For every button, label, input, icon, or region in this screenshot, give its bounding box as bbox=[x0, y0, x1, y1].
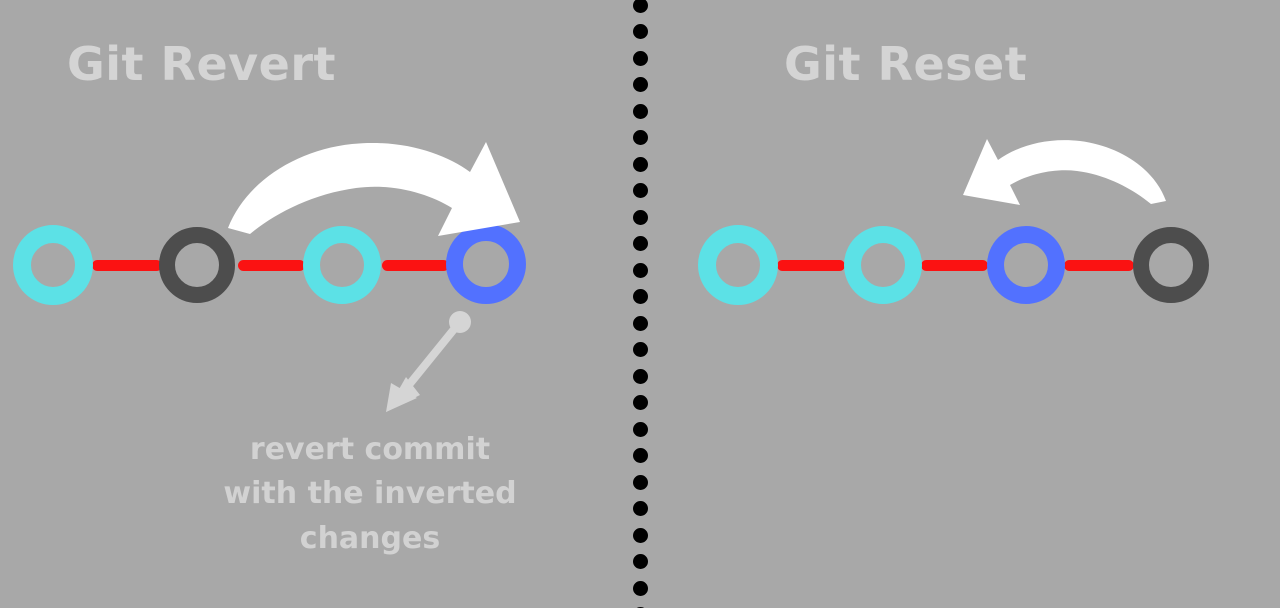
revert-annotation-text: revert commit with the inverted changes bbox=[150, 428, 590, 561]
divider-dot bbox=[632, 554, 648, 569]
curved-arrow-backward-icon bbox=[963, 139, 1166, 205]
divider-dot bbox=[632, 448, 648, 463]
commit-edge bbox=[777, 260, 845, 271]
divider-dot bbox=[632, 156, 648, 172]
divider-dot bbox=[632, 474, 648, 490]
commit-node-cyan bbox=[13, 225, 93, 305]
commit-edge bbox=[1064, 260, 1134, 271]
divider-dot bbox=[632, 236, 648, 251]
commit-node-blue bbox=[446, 224, 526, 304]
annotation-line: changes bbox=[299, 520, 441, 556]
divider-dot bbox=[632, 24, 648, 39]
divider-dot bbox=[632, 262, 648, 278]
annotation-line: revert commit bbox=[249, 432, 491, 467]
divider-dot bbox=[632, 209, 648, 225]
annotation-line: with the inverted bbox=[223, 476, 517, 512]
commit-node-cyan bbox=[698, 225, 778, 305]
divider-dot bbox=[632, 0, 648, 13]
commit-edge bbox=[921, 260, 988, 271]
divider-dot bbox=[632, 342, 648, 357]
commit-node-dark bbox=[159, 227, 235, 303]
annotation-pointer-arrow-icon bbox=[386, 311, 471, 412]
divider-dot bbox=[632, 527, 648, 543]
divider-dot bbox=[632, 289, 648, 304]
curved-arrow-forward-icon bbox=[228, 142, 520, 236]
divider-dot bbox=[632, 183, 648, 198]
divider-dot bbox=[632, 395, 648, 410]
commit-edge bbox=[382, 260, 449, 271]
divider-dot bbox=[632, 130, 648, 145]
commit-node-dark bbox=[1133, 227, 1209, 303]
divider-dot bbox=[632, 77, 648, 92]
commit-node-cyan bbox=[844, 226, 922, 304]
commit-node-cyan bbox=[303, 226, 381, 304]
commit-node-blue bbox=[987, 226, 1065, 304]
panel-title-git-revert: Git Revert bbox=[67, 37, 337, 91]
divider-dot bbox=[632, 103, 648, 119]
commit-edge bbox=[92, 260, 162, 271]
divider-dot bbox=[632, 50, 648, 66]
divider-dot bbox=[632, 368, 648, 384]
divider-dot bbox=[632, 580, 648, 596]
commit-edge bbox=[238, 260, 305, 271]
divider-dot bbox=[632, 315, 648, 331]
divider-dot bbox=[632, 421, 648, 437]
divider-dot bbox=[632, 501, 648, 516]
panel-title-git-reset: Git Reset bbox=[784, 37, 1028, 91]
